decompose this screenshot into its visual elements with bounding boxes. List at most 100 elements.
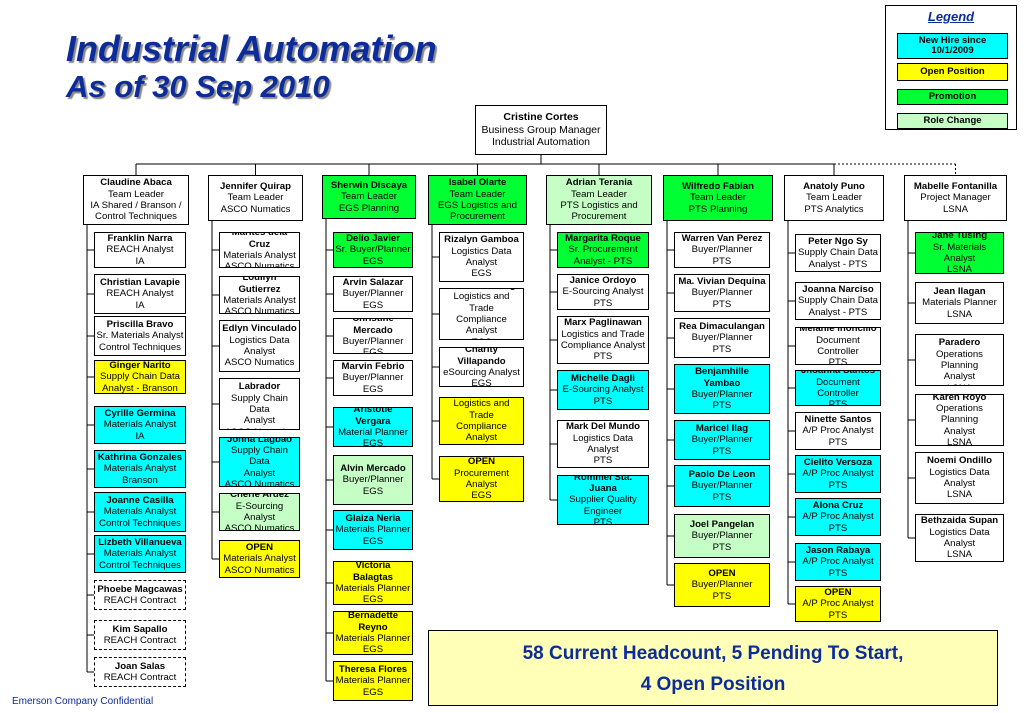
employee-box-line: ASCO Numatics [224,478,295,487]
employee-box-line: Supply Chain Data [230,392,289,415]
team-leader-box-line: Team Leader [108,188,164,200]
employee-box-name: Margarita Roque [565,233,641,245]
employee-box-line: Analyst [243,467,276,479]
employee-box-line: Analyst - PTS [573,255,633,267]
employee-box-line: Control Techniques [99,341,181,353]
employee-box-name: Marvin Febrio [341,361,405,373]
employee-box-line: EGS [362,644,384,655]
employee-box-line: Document Controller [816,334,860,357]
team-leader-box-name: Anatoly Puno [803,181,865,193]
team-leader-box-name: Wilfredo Fabian [682,181,754,193]
employee-box-name: Phoebe Magcawas [97,583,183,595]
employee-box-line: Analyst - Branson [102,382,178,394]
employee-box-line: Sr. Procurement [568,244,638,256]
employee-box-line: A/P Proc Analyst [802,425,874,437]
employee-box-name: Cyrille Germina [104,408,176,420]
employee-box-name: OPEN [467,456,496,468]
employee-box-line: ASCO Numatics [224,564,295,576]
team-leader-box-line: Control Techniques [95,211,177,223]
team-leader-box-line: Team Leader [341,191,397,203]
employee-box-name: Ma. Vivian Dequina [678,276,766,288]
employee-box-name: Ginger Narito [109,360,171,372]
employee-box-name: Joanna Narciso [802,284,874,296]
employee-box: Rainier RiveraLogistics and TradeComplia… [439,397,524,445]
confidential-footer: Emerson Company Confidential [12,696,154,707]
employee-box-name: Christine Mercado [352,318,394,336]
employee-box-line: IA [135,255,145,267]
employee-box-line: Logistics and Trade [453,398,510,421]
employee-box-name: Maricel Ilag [695,423,749,435]
legend-title: Legend [927,9,975,24]
root-manager-box-line: Business Group Manager [481,123,601,136]
legend-item: New Hire since 10/1/2009 [897,33,1008,59]
employee-box-line: Compliance Analyst [456,421,507,444]
employee-box-line: Analyst [943,425,976,437]
employee-box-line: PTS [712,541,732,553]
employee-box-line: Materials Analyst [103,463,177,475]
employee-box-line: Buyer/Planner [691,244,753,256]
employee-box-line: EGS [362,686,384,698]
team-leader-box-line: PTS Planning [688,203,748,215]
employee-box-line: Supply Chain Data [230,445,289,468]
employee-box-line: PTS [828,522,848,534]
employee-box-line: Materials Analyst [223,250,296,261]
employee-box-name: Louilyn Gutierrez [238,276,281,295]
employee-box-line: ASCO Numatics [224,261,295,268]
employee-box-name: Aristotle Vergara [353,407,393,427]
employee-box-name: Glaiza Neria [345,513,401,525]
employee-box-line: PTS [593,351,613,363]
employee-box-name: Charity Villapando [457,347,506,367]
employee-box-line: PTS [712,445,732,457]
employee-box-line: PTS [828,436,848,448]
employee-box-name: Priscilla Bravo [106,319,174,331]
employee-box-line: PTS [593,297,613,309]
employee-box-line: Compliance Analyst [560,340,646,351]
employee-box-line: Materials Analyst [223,295,296,306]
employee-box-line: Buyer/Planner [691,579,753,591]
employee-box-line: eSourcing Analyst [443,367,520,378]
employee-box-line: Analyst [943,538,976,549]
team-leader-box-line: EGS Planning [338,202,400,214]
employee-box-line: Analyst - PTS [808,258,868,270]
employee-box-line: EGS [362,438,384,447]
employee-box-line: EGS [471,378,492,387]
team-leader-box-line: Team Leader [449,188,506,200]
employee-box-line: Material Planner [338,427,408,438]
employee-box-line: PTS [828,357,848,365]
employee-box-name: OPEN [824,587,852,599]
employee-box-line: PTS [712,343,732,355]
employee-box-line: Sr. Materials Analyst [96,330,184,342]
employee-box-name: Bernadette Reyno [347,611,399,633]
employee-box-line: Materials Analyst [103,419,177,431]
employee-box-line: PTS [712,400,732,412]
employee-box-line: Buyer/Planner [342,288,404,300]
employee-box-name: Noemi Ondillo [926,455,993,467]
headcount-summary-line2: 4 Open Position [640,674,786,695]
employee-box-line: PTS [712,491,732,503]
team-leader-box-name: Jennifer Quirap [220,181,291,193]
